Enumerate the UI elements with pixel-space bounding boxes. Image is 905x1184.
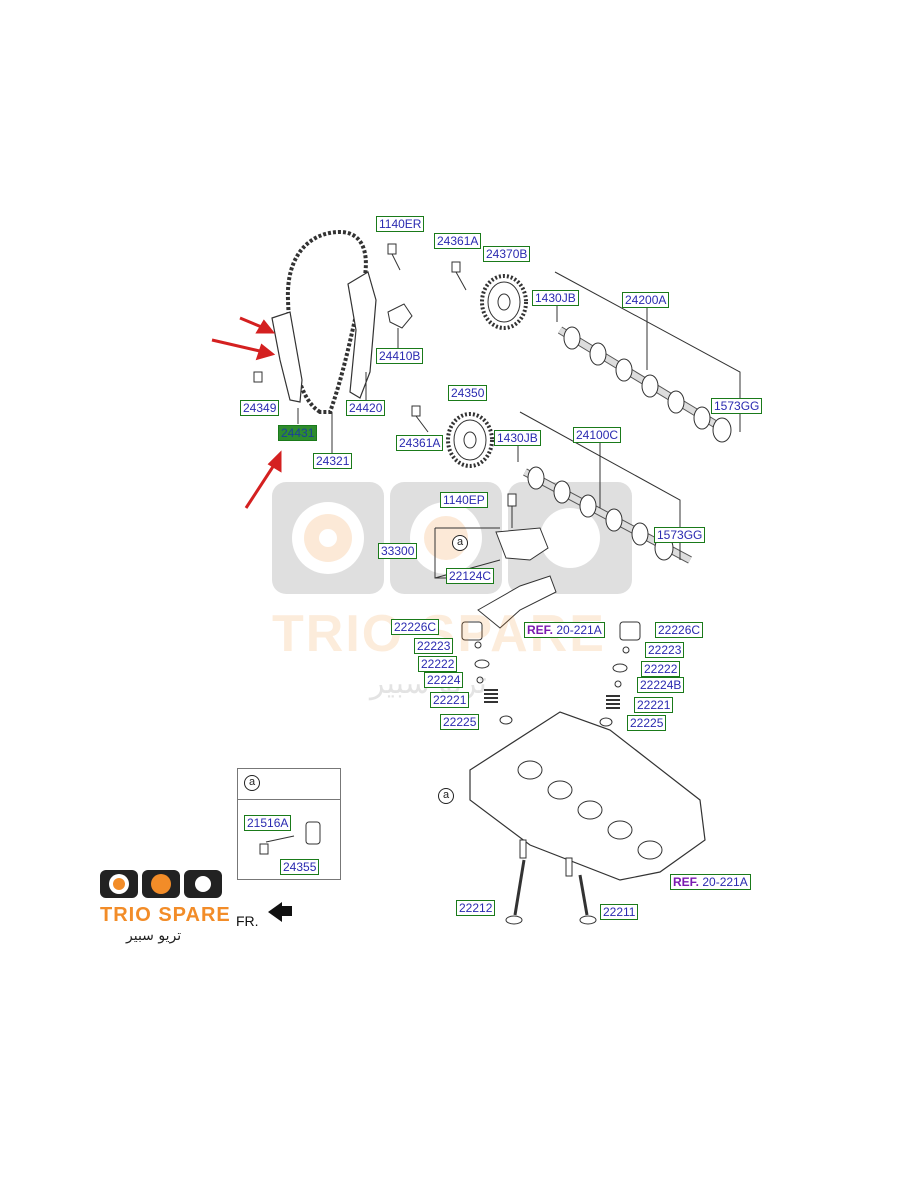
part-label-22224-left[interactable]: 22224 xyxy=(424,672,464,688)
part-label-1140ER[interactable]: 1140ER xyxy=(376,216,425,232)
cylinder-head xyxy=(469,711,706,881)
ref-prefix: REF. xyxy=(673,875,700,889)
part-label-22221-right[interactable]: 22221 xyxy=(634,697,674,713)
marker-a-upper[interactable]: a xyxy=(452,535,468,551)
cam-bracket xyxy=(477,575,557,629)
ref-label-upper[interactable]: REF. 20-221A xyxy=(524,622,605,638)
part-label-24361A-top[interactable]: 24361A xyxy=(434,233,482,249)
sprocket-lower xyxy=(446,412,494,468)
red-arrows xyxy=(211,316,282,509)
part-label-1573GG-bottom[interactable]: 1573GG xyxy=(654,527,706,543)
part-label-24361A-bottom[interactable]: 24361A xyxy=(396,435,444,451)
chain-guide-right xyxy=(347,271,377,399)
ref-label-lower[interactable]: REF. 20-221A xyxy=(670,874,751,890)
part-label-24410B[interactable]: 24410B xyxy=(376,348,424,364)
part-label-24431-selected[interactable]: 24431 xyxy=(278,425,318,441)
ref-number: 20-221A xyxy=(702,875,748,889)
part-label-24100C[interactable]: 24100C xyxy=(573,427,622,443)
part-label-22221-left[interactable]: 22221 xyxy=(430,692,470,708)
tappet-right xyxy=(619,621,641,641)
ref-prefix: REF. xyxy=(527,623,554,637)
part-label-24355[interactable]: 24355 xyxy=(280,859,320,875)
tensioner xyxy=(387,303,413,329)
part-label-22223-left[interactable]: 22223 xyxy=(414,638,454,654)
part-label-22224B-right[interactable]: 22224B xyxy=(637,677,685,693)
part-label-33300[interactable]: 33300 xyxy=(378,543,418,559)
part-label-24370B[interactable]: 24370B xyxy=(483,246,531,262)
part-label-1430JB-top[interactable]: 1430JB xyxy=(532,290,579,306)
part-label-22223-right[interactable]: 22223 xyxy=(645,642,685,658)
camshaft-upper xyxy=(557,326,732,443)
part-label-22222-right[interactable]: 22222 xyxy=(641,661,681,677)
part-label-22124C[interactable]: 22124C xyxy=(446,568,495,584)
brand-logo xyxy=(100,870,222,898)
ocv-bracket xyxy=(495,527,549,561)
part-label-22225-left[interactable]: 22225 xyxy=(440,714,480,730)
part-label-22212[interactable]: 22212 xyxy=(456,900,496,916)
fr-arrow-icon xyxy=(268,902,292,922)
inset-divider xyxy=(238,799,340,800)
part-label-22226C-right[interactable]: 22226C xyxy=(655,622,704,638)
detail-inset: a xyxy=(237,768,341,880)
tappet-left xyxy=(461,621,483,641)
part-label-24420[interactable]: 24420 xyxy=(346,400,386,416)
valves xyxy=(505,839,597,925)
camshaft-lower xyxy=(523,466,692,564)
ref-number: 20-221A xyxy=(556,623,602,637)
part-label-1573GG-top[interactable]: 1573GG xyxy=(711,398,763,414)
chain-guide-left xyxy=(271,311,303,403)
part-label-22222-left[interactable]: 22222 xyxy=(418,656,458,672)
logo-arabic-text: تريو سبير xyxy=(126,928,182,944)
part-label-24350[interactable]: 24350 xyxy=(448,385,488,401)
part-label-24200A[interactable]: 24200A xyxy=(622,292,670,308)
part-label-1430JB-bottom[interactable]: 1430JB xyxy=(494,430,541,446)
logo-brand-text: TRIO SPARE xyxy=(100,904,231,926)
part-label-24321[interactable]: 24321 xyxy=(313,453,353,469)
part-label-22211[interactable]: 22211 xyxy=(600,904,639,920)
part-label-1140EP[interactable]: 1140EP xyxy=(440,492,488,508)
marker-a-inset: a xyxy=(244,775,260,791)
front-direction-label: FR. xyxy=(236,913,259,929)
part-label-22225-right[interactable]: 22225 xyxy=(627,715,667,731)
part-label-22226C-left[interactable]: 22226C xyxy=(391,619,440,635)
marker-a-head[interactable]: a xyxy=(438,788,454,804)
part-label-24349[interactable]: 24349 xyxy=(240,400,280,416)
part-label-21516A[interactable]: 21516A xyxy=(244,815,292,831)
sprocket-upper xyxy=(480,274,528,330)
